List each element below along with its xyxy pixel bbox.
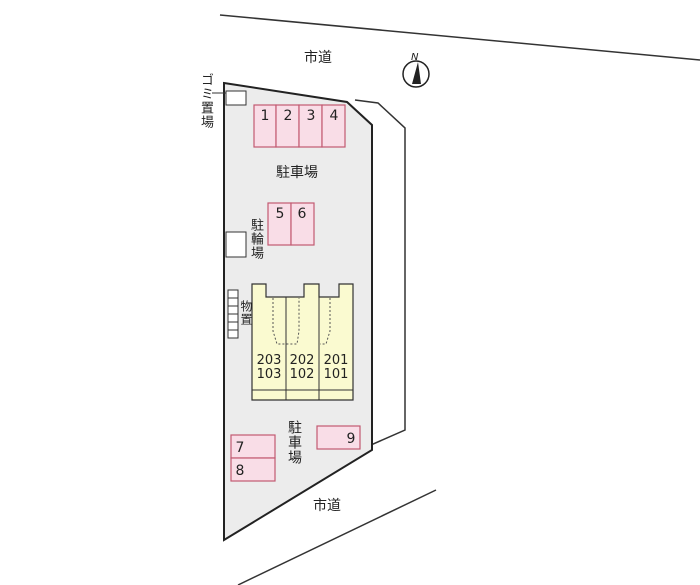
space-label: 9 [347,431,356,447]
top-road-edge [219,14,700,61]
space-label: 1 [261,108,270,124]
space-label: 7 [236,440,245,456]
bike-parking-area [225,231,247,258]
parking-space-4 [321,104,346,148]
unit-lower: 101 [324,367,349,382]
bottom-road-edge [237,489,437,585]
space-label: 8 [236,463,245,479]
parking-space-6 [290,202,315,246]
storage-label: 物置 [239,300,253,326]
parking-label-top: 駐車場 [276,165,318,181]
space-label: 6 [298,206,307,222]
bottom-road-label: 市道 [313,498,341,514]
storage-area [227,289,239,339]
parking-label-bottom: 駐車場 [286,420,302,465]
side-road-edge [354,99,406,453]
space-label: 5 [276,206,285,222]
unit-upper: 202 [290,353,315,368]
space-label: 4 [330,108,339,124]
space-label: 2 [284,108,293,124]
unit-upper: 201 [324,353,349,368]
unit-lower: 103 [257,367,282,382]
unit-upper: 203 [257,353,282,368]
garbage-area [225,90,247,106]
parking-space-9 [316,425,361,450]
garbage-label: ゴミ置場 [198,73,213,129]
space-label: 3 [307,108,316,124]
north-label: N [411,52,419,63]
apartment-building [251,283,354,401]
stair-outlines [272,298,331,345]
unit-lower: 102 [290,367,315,382]
top-road-label: 市道 [304,50,332,66]
bike-parking-label: 駐輪場 [248,218,263,260]
north-arrow-icon [402,60,430,88]
parking-space-8 [230,457,276,482]
